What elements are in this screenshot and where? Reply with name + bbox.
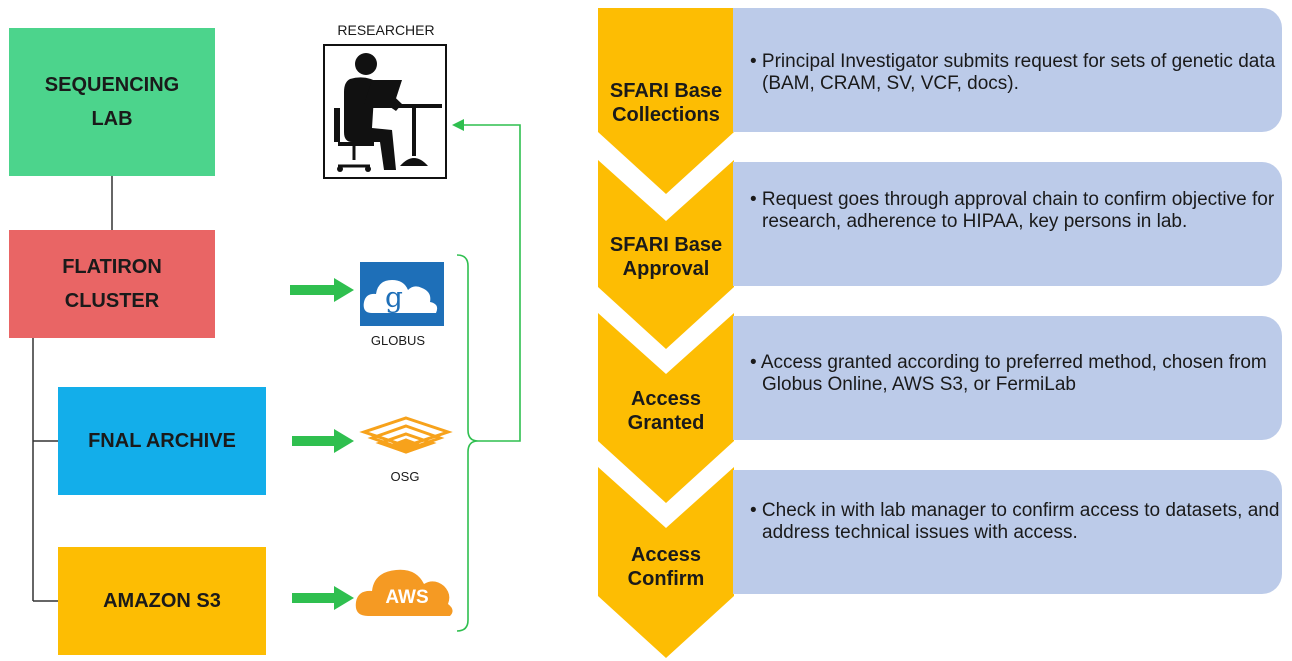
step-3-text: • Access granted according to preferred … [750, 352, 1267, 395]
aws-label: AWS [385, 587, 429, 608]
services-brace [456, 254, 479, 632]
return-arrowhead [452, 119, 464, 131]
researcher-icon [323, 44, 447, 179]
step-3-panel [733, 316, 1282, 440]
step-4-label: Access Confirm [627, 544, 705, 590]
globus-label: GLOBUS [370, 333, 426, 348]
step-1-label: SFARI Base Collections [609, 80, 723, 126]
svg-text:g: g [385, 281, 403, 314]
chevron-3 [598, 313, 734, 503]
chevrons [598, 8, 734, 658]
fnal-archive-box: FNAL ARCHIVE [58, 387, 266, 495]
osg-icon [359, 416, 453, 454]
chevron-4 [598, 467, 734, 658]
step-1-panel [733, 8, 1282, 132]
step-2-text: • Request goes through approval chain to… [750, 189, 1275, 232]
step-4-panel [733, 470, 1282, 594]
arrow-flatiron-globus [290, 278, 354, 302]
step-1-text: • Principal Investigator submits request… [750, 51, 1276, 94]
osg-label: OSG [390, 469, 420, 484]
step-3-label: Access Granted [627, 388, 705, 434]
step-2-panel [733, 162, 1282, 286]
step-2-label: SFARI Base Approval [609, 234, 723, 280]
globus-icon: g [360, 262, 444, 326]
sequencing-lab-box: SEQUENCING LAB [9, 28, 215, 176]
aws-icon [355, 569, 453, 616]
researcher-label: RESEARCHER [337, 22, 435, 38]
flatiron-cluster-box: FLATIRON CLUSTER [9, 230, 215, 338]
step-4-text: • Check in with lab manager to confirm a… [750, 500, 1280, 543]
arrow-s3-aws [292, 586, 354, 610]
return-line-to-researcher [462, 124, 521, 442]
chevron-2 [598, 160, 734, 349]
arrow-fnal-osg [292, 429, 354, 453]
amazon-s3-box: AMAZON S3 [58, 547, 266, 655]
chevron-1 [598, 8, 734, 194]
